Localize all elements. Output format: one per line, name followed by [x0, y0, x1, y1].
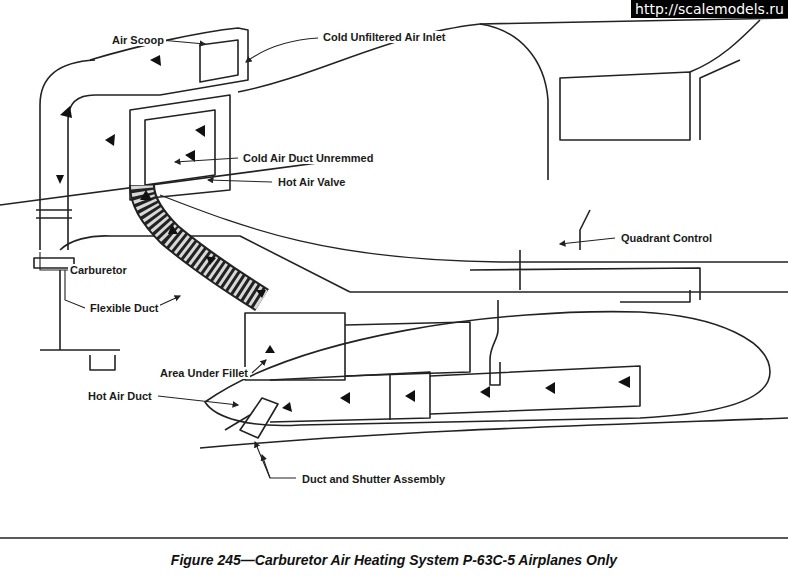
part-label: Duct and Shutter Assembly: [300, 473, 447, 485]
watermark: http://scalemodels.ru: [631, 0, 788, 18]
figure-caption: Figure 245—Carburetor Air Heating System…: [171, 552, 617, 568]
part-label: Flexible Duct: [88, 302, 160, 314]
part-label: Quadrant Control: [619, 232, 714, 244]
part-label: Carburetor: [68, 264, 129, 276]
part-label: Area Under Fillet: [158, 367, 250, 379]
part-label: Air Scoop: [110, 34, 166, 46]
part-label: Cold Air Duct Unremmed: [241, 152, 375, 164]
part-label: Cold Unfiltered Air Inlet: [321, 31, 447, 43]
part-label: Hot Air Duct: [86, 390, 154, 402]
part-label: Hot Air Valve: [276, 176, 347, 188]
